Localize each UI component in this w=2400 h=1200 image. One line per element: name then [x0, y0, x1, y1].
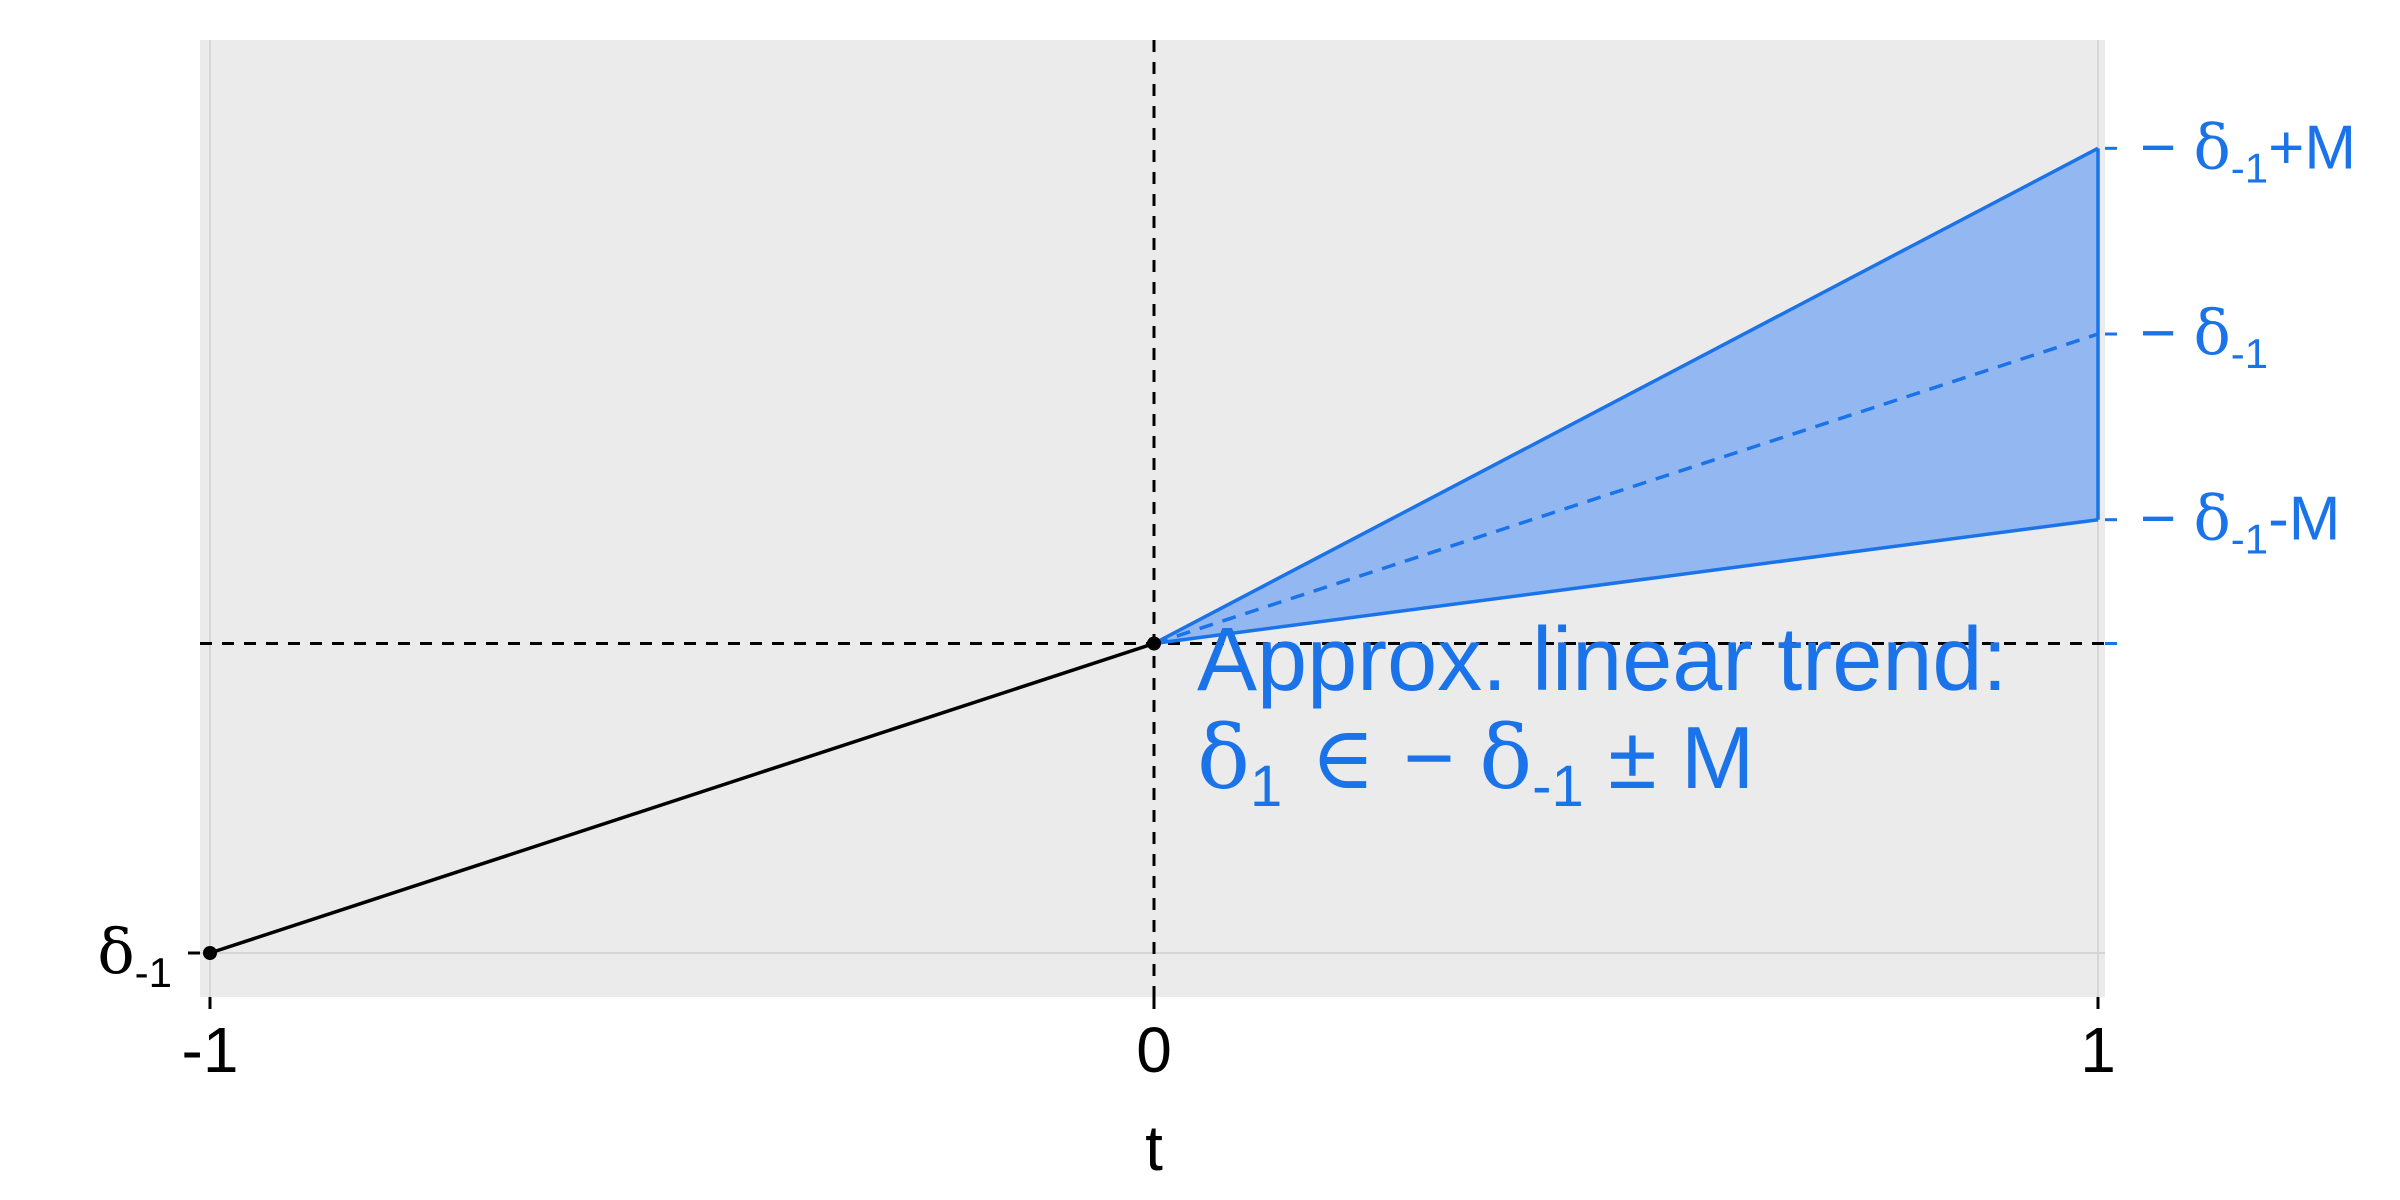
y-axis-right: − δ-1+M − δ-1 − δ-1-M: [2105, 110, 2356, 646]
y-right-tick-label: − δ-1-M: [2140, 482, 2340, 563]
x-tick-label: 0: [1136, 1014, 1172, 1086]
pre-period-series: [203, 636, 1161, 960]
series-point: [1147, 636, 1161, 651]
annotation-line-1: Approx. linear trend:: [1197, 610, 2007, 710]
series-line: [209, 641, 1155, 955]
y-left-tick-label: δ-1: [97, 915, 172, 996]
post-period-band: [1153, 146, 2100, 646]
series-point: [203, 946, 217, 960]
x-axis: -1 0 1 t: [182, 997, 2116, 1184]
x-tick-label: 1: [2080, 1014, 2116, 1086]
x-axis-title: t: [1145, 1112, 1163, 1184]
band-lower-line: [1153, 517, 2099, 646]
y-axis-left: δ-1: [97, 915, 200, 996]
band-upper-line: [1153, 146, 2099, 646]
y-right-tick-label: − δ-1: [2140, 296, 2268, 377]
x-tick-label: -1: [182, 1014, 239, 1086]
annotation: Approx. linear trend:δ1 ∈ − δ-1 ± M: [1197, 610, 2007, 819]
y-right-tick-label: − δ-1+M: [2140, 110, 2356, 191]
band-center-line: [1153, 332, 2099, 646]
annotation-line-2: δ1 ∈ − δ-1 ± M: [1197, 706, 1754, 819]
